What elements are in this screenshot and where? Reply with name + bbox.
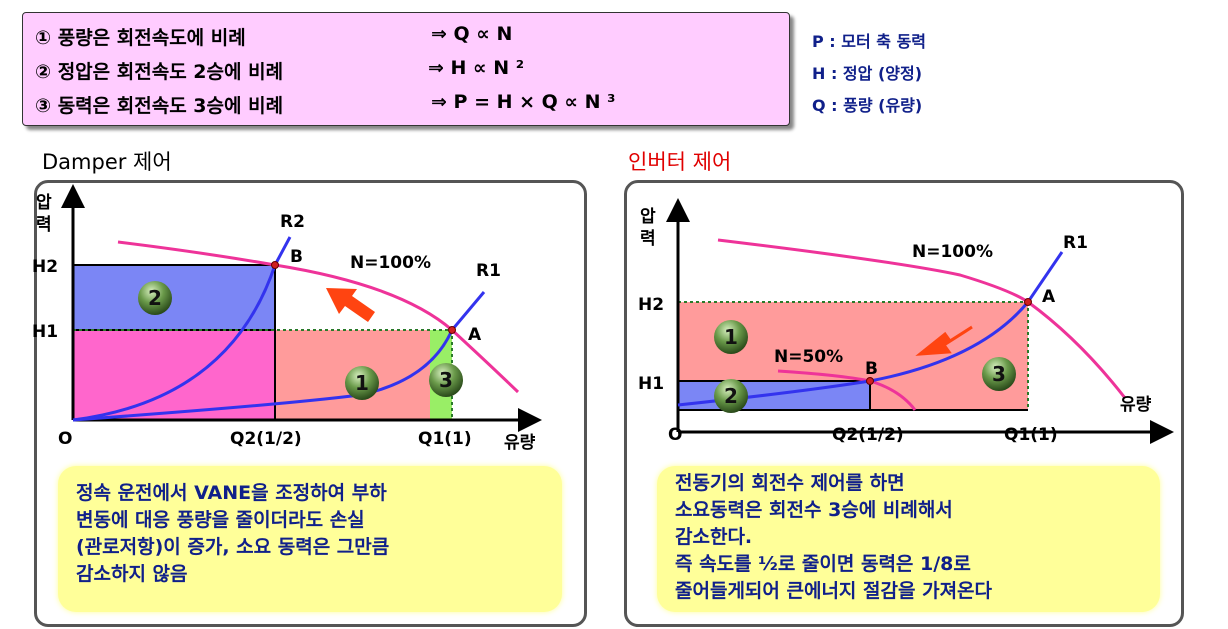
damper-arrow xyxy=(326,288,375,322)
damper-q2: Q2(1/2) xyxy=(230,429,302,449)
damper-origin: O xyxy=(58,429,72,449)
damper-r1-curve xyxy=(72,291,486,422)
inverter-h2: H2 xyxy=(638,295,664,315)
formula-3-relation: ⇒ P = H × Q ∝ N ³ xyxy=(431,91,616,113)
inverter-y-label-1: 압 xyxy=(640,206,656,227)
damper-r2-label: R2 xyxy=(280,212,305,232)
inverter-note-line: 줄어들게되어 큰에너지 절감을 가져온다 xyxy=(675,580,993,602)
damper-q1: Q1(1) xyxy=(418,429,472,449)
legend-q: Q : 풍량 (유량) xyxy=(812,96,923,115)
damper-region-pink xyxy=(73,330,275,420)
legend-p: P : 모터 축 동력 xyxy=(812,32,927,51)
damper-note-line: 정속 운전에서 VANE을 조정하여 부하 xyxy=(76,482,387,504)
inverter-badge-2: 2 xyxy=(724,384,738,408)
damper-note: 정속 운전에서 VANE을 조정하여 부하 변동에 대응 풍량을 줄이더라도 손… xyxy=(58,466,562,612)
inverter-note-line: 즉 속도를 ½로 줄이면 동력은 1/8로 xyxy=(675,553,971,575)
damper-pump-curve xyxy=(117,240,520,394)
inverter-badge-3: 3 xyxy=(992,362,1006,386)
formula-2-text: ② 정압은 회전속도 2승에 비례 xyxy=(35,61,284,83)
damper-point-b xyxy=(271,261,279,269)
inverter-note-line: 감소한다. xyxy=(675,526,753,548)
inverter-n100-curve xyxy=(717,238,1127,399)
formula-box: ① 풍량은 회전속도에 비례 ⇒ Q ∝ N ② 정압은 회전속도 2승에 비례… xyxy=(22,12,790,126)
damper-title: Damper 제어 xyxy=(42,150,172,174)
inverter-a-label: A xyxy=(1042,287,1056,307)
inverter-note-line: 전동기의 회전수 제어를 하면 xyxy=(675,472,905,494)
inverter-y-label-2: 력 xyxy=(640,229,656,249)
damper-note-line: 변동에 대응 풍량을 줄이더라도 손실 xyxy=(76,509,365,531)
damper-badge-3: 3 xyxy=(439,368,453,392)
damper-y-label-2: 력 xyxy=(36,215,52,235)
formula-1-text: ① 풍량은 회전속도에 비례 xyxy=(35,27,246,49)
damper-note-line: (관로저항)이 증가, 소요 동력은 그만큼 xyxy=(76,536,390,558)
damper-point-a xyxy=(448,326,456,334)
inverter-point-b xyxy=(866,377,874,385)
damper-r1-label: R1 xyxy=(476,261,501,281)
inverter-h1: H1 xyxy=(638,374,664,394)
inverter-point-a xyxy=(1024,298,1032,306)
inverter-title: 인버터 제어 xyxy=(628,150,732,174)
formula-1-relation: ⇒ Q ∝ N xyxy=(431,23,513,45)
inverter-x-label: 유량 xyxy=(1120,395,1152,415)
formula-2-relation: ⇒ H ∝ N ² xyxy=(428,57,525,79)
legend-h: H : 정압 (양정) xyxy=(812,64,923,83)
inverter-n50-label: N=50% xyxy=(774,347,843,367)
damper-region-2 xyxy=(72,264,276,331)
inverter-n100-label: N=100% xyxy=(912,242,993,262)
damper-x-label: 유량 xyxy=(504,433,536,453)
inverter-b-label: B xyxy=(865,359,878,379)
damper-h2: H2 xyxy=(32,257,58,277)
inverter-badge-1: 1 xyxy=(724,325,738,349)
damper-b-label: B xyxy=(290,247,303,267)
damper-badge-2: 2 xyxy=(148,286,162,310)
damper-r2-curve xyxy=(72,236,292,422)
damper-a-label: A xyxy=(468,325,482,345)
damper-badge-1: 1 xyxy=(355,371,369,395)
inverter-q2: Q2(1/2) xyxy=(832,425,904,445)
inverter-r1-label: R1 xyxy=(1063,233,1088,253)
inverter-note-line: 소요동력은 회전수 3승에 비례해서 xyxy=(675,499,953,521)
formula-3-text: ③ 동력은 회전속도 3승에 비례 xyxy=(35,95,284,117)
damper-note-line: 감소하지 않음 xyxy=(76,563,188,585)
damper-y-label-1: 압 xyxy=(36,192,52,213)
damper-h1: H1 xyxy=(32,322,58,342)
inverter-arrow xyxy=(915,325,973,356)
inverter-q1: Q1(1) xyxy=(1004,425,1058,445)
inverter-origin: O xyxy=(668,425,682,445)
inverter-note: 전동기의 회전수 제어를 하면 소요동력은 회전수 3승에 비례해서 감소한다.… xyxy=(657,466,1160,612)
damper-n-label: N=100% xyxy=(350,253,431,273)
